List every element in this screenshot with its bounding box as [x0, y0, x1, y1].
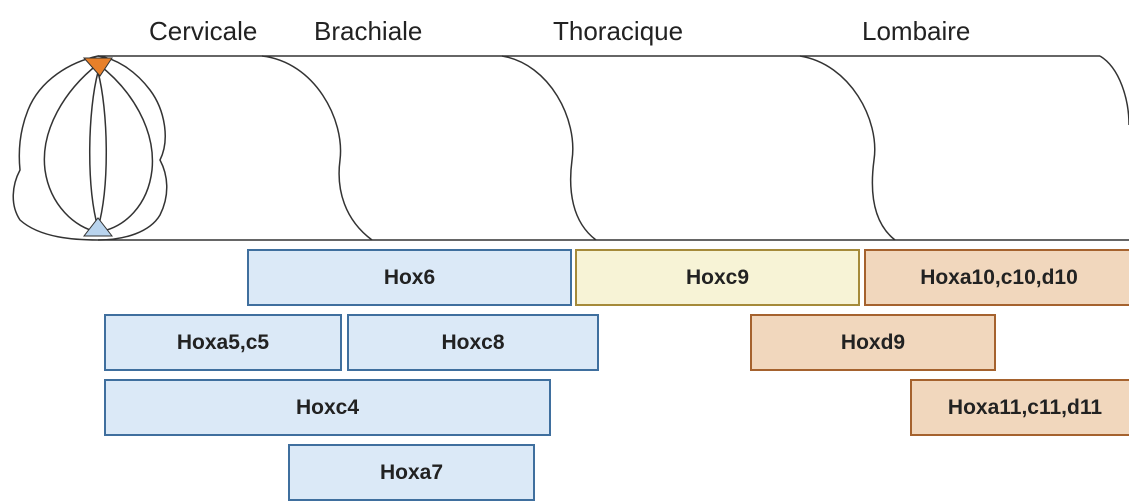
bar-hoxc8: Hoxc8 [347, 314, 599, 371]
bar-hoxa11-c11-d11: Hoxa11,c11,d11 [910, 379, 1129, 436]
bar-hoxa10-c10-d10: Hoxa10,c10,d10 [864, 249, 1129, 306]
segment-curve-lombaire [799, 55, 896, 241]
bar-hoxc4: Hoxc4 [104, 379, 551, 436]
cross-section-inner-ring [43, 63, 154, 233]
dorsal-marker [82, 57, 113, 77]
ventral-marker [82, 217, 114, 237]
bar-hoxa5-c5: Hoxa5,c5 [104, 314, 342, 371]
bar-hoxc9: Hoxc9 [575, 249, 860, 306]
bar-hoxa7: Hoxa7 [288, 444, 535, 501]
segment-curve-brachiale [261, 55, 373, 241]
region-label-cervicale: Cervicale [149, 16, 258, 46]
bar-hoxd9: Hoxd9 [750, 314, 996, 371]
segment-curve-thoracique [501, 55, 597, 241]
cross-section-outline [12, 55, 168, 241]
region-label-lombaire: Lombaire [862, 16, 971, 46]
segment-curve-end [1099, 55, 1129, 126]
bar-hox6: Hox6 [247, 249, 572, 306]
region-label-thoracique: Thoracique [553, 16, 684, 46]
central-canal [88, 69, 108, 231]
region-label-brachiale: Brachiale [314, 16, 423, 46]
